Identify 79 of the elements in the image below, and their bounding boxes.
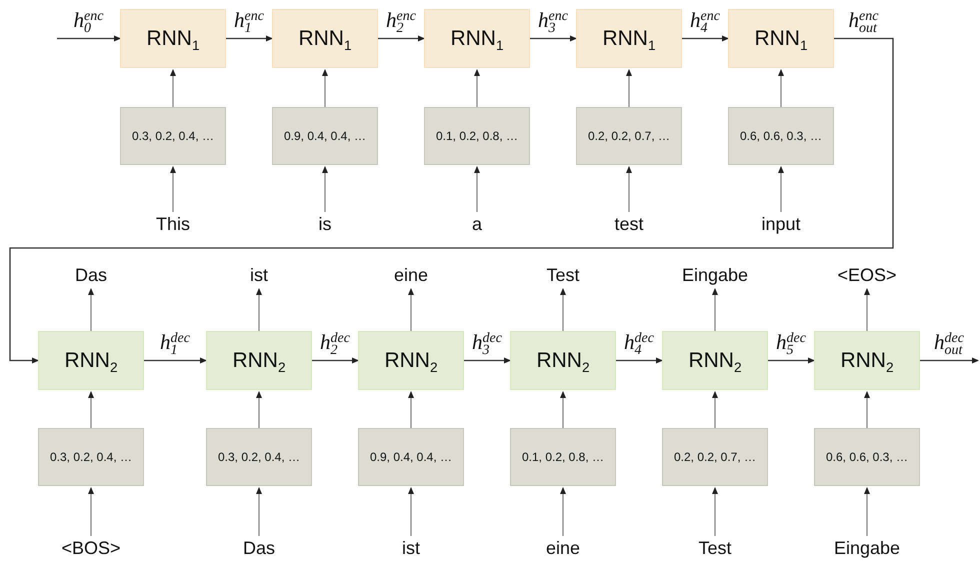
arrow [57,36,121,42]
arrow [256,487,262,536]
token-text: Eingabe [834,536,900,560]
arrow [322,166,328,212]
token-text: This [156,212,190,236]
arrow [864,487,870,536]
arrow [864,391,870,428]
arrow [560,288,566,331]
arrow [712,288,718,331]
arrow [712,391,718,428]
arrow [226,36,273,42]
vector-box: 0.9, 0.4, 0.4, … [272,107,378,165]
arrow [408,288,414,331]
arrow [9,38,894,364]
token-text: is [318,212,332,236]
token-text: Eingabe [682,263,748,287]
arrow [474,166,480,212]
arrow [682,36,729,42]
token-text: Test [698,536,732,560]
arrow [778,166,784,212]
decoder-rnn-box: RNN$_{2}$ [358,331,464,390]
token-text: ist [402,536,420,560]
arrow [712,487,718,536]
vector-box: 0.3, 0.2, 0.4, … [120,107,226,165]
token-text: a [472,212,482,236]
arrow [920,358,979,364]
token-text: ist [250,263,268,287]
vector-box: 0.6, 0.6, 0.3, … [728,107,834,165]
arrow [464,358,511,364]
arrow [616,358,663,364]
arrow [560,391,566,428]
token-text: Das [75,263,107,287]
arrow [560,487,566,536]
vector-box: 0.3, 0.2, 0.4, … [206,428,312,486]
arrow [530,36,577,42]
decoder-rnn-box: RNN$_{2}$ [510,331,616,390]
arrow [768,358,815,364]
arrow [88,391,94,428]
vector-box: 0.6, 0.6, 0.3, … [814,428,920,486]
arrow [474,69,480,107]
arrow [88,487,94,536]
arrow [256,288,262,331]
token-text: eine [546,536,580,560]
arrow [144,358,207,364]
encoder-rnn-box: RNN$_{1}$ [576,9,682,68]
vector-box: 0.2, 0.2, 0.7, … [662,428,768,486]
token-text: input [761,212,801,236]
token-text: Test [546,263,580,287]
encoder-rnn-box: RNN$_{1}$ [424,9,530,68]
decoder-rnn-box: RNN$_{2}$ [38,331,144,390]
arrow [864,288,870,331]
arrow [170,69,176,107]
arrow [322,69,328,107]
encoder-rnn-box: RNN$_{1}$ [120,9,226,68]
token-text: <BOS> [61,536,121,560]
vector-box: 0.3, 0.2, 0.4, … [38,428,144,486]
arrow [408,391,414,428]
arrow [626,166,632,212]
decoder-rnn-box: RNN$_{2}$ [814,331,920,390]
arrow [312,358,359,364]
vector-box: 0.1, 0.2, 0.8, … [510,428,616,486]
encoder-rnn-box: RNN$_{1}$ [272,9,378,68]
token-text: Das [243,536,275,560]
vector-box: 0.2, 0.2, 0.7, … [576,107,682,165]
arrow [256,391,262,428]
arrow [378,36,425,42]
arrow [626,69,632,107]
token-text: test [614,212,644,236]
token-text: <EOS> [837,263,897,287]
arrow [408,487,414,536]
vector-box: 0.9, 0.4, 0.4, … [358,428,464,486]
arrow [88,288,94,331]
decoder-rnn-box: RNN$_{2}$ [662,331,768,390]
token-text: eine [394,263,428,287]
decoder-rnn-box: RNN$_{2}$ [206,331,312,390]
arrow [170,166,176,212]
arrow [778,69,784,107]
vector-box: 0.1, 0.2, 0.8, … [424,107,530,165]
encoder-rnn-box: RNN$_{1}$ [728,9,834,68]
